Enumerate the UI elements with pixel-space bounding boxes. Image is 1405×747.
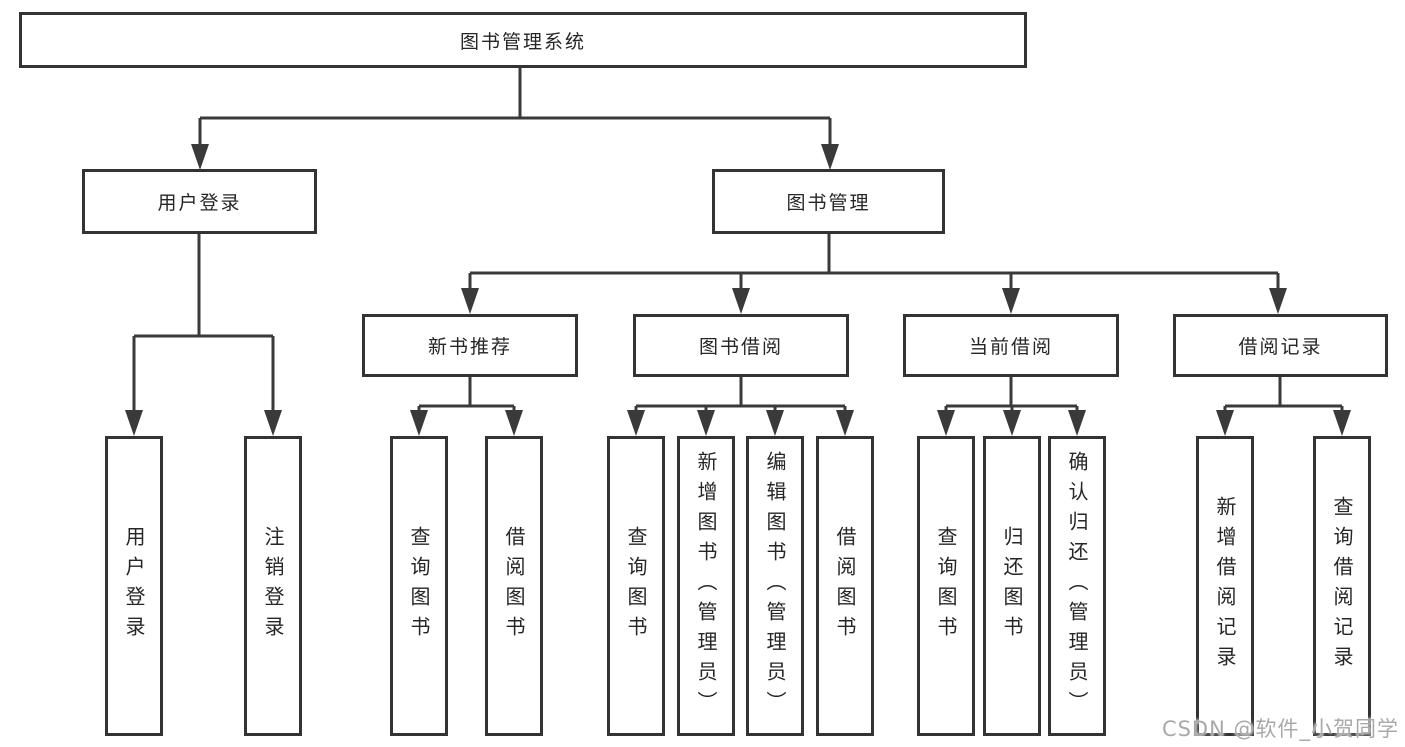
arrow-down-icon	[505, 410, 523, 436]
arrow-down-icon	[697, 410, 715, 436]
node-book-management: 图书管理	[712, 169, 945, 234]
arrow-down-icon	[1068, 410, 1086, 436]
arrow-down-icon	[1002, 288, 1020, 314]
leaf-query-borrow-record: 查询借阅记录	[1313, 436, 1371, 736]
arrow-down-icon	[264, 410, 282, 436]
leaf-query-books-borrow: 查询图书	[607, 436, 665, 736]
node-current-borrowing: 当前借阅	[903, 314, 1119, 377]
leaf-borrow-books-recommend: 借阅图书	[485, 436, 543, 736]
leaf-label: 编辑图书（管理员）	[763, 451, 787, 721]
leaf-label: 查询图书	[624, 526, 648, 646]
node-user-login: 用户登录	[82, 169, 317, 234]
leaf-label: 注销登录	[261, 526, 285, 646]
leaf-label: 用户登录	[122, 526, 146, 646]
arrow-down-icon	[1269, 288, 1287, 314]
arrow-down-icon	[627, 410, 645, 436]
leaf-add-books-admin: 新增图书（管理员）	[677, 436, 735, 736]
arrow-down-icon	[836, 410, 854, 436]
arrow-down-icon	[410, 410, 428, 436]
leaf-return-books: 归还图书	[983, 436, 1041, 736]
leaf-label: 借阅图书	[502, 526, 526, 646]
leaf-user-login: 用户登录	[105, 436, 163, 736]
arrow-down-icon	[766, 410, 784, 436]
node-borrowing-records: 借阅记录	[1173, 314, 1388, 377]
leaf-label: 借阅图书	[833, 526, 857, 646]
arrow-down-icon	[732, 288, 750, 314]
arrow-down-icon	[125, 410, 143, 436]
arrow-down-icon	[1216, 410, 1234, 436]
leaf-label: 归还图书	[1000, 526, 1024, 646]
leaf-confirm-return-admin: 确认归还（管理员）	[1048, 436, 1106, 736]
leaf-label: 新增图书（管理员）	[694, 451, 718, 721]
leaf-edit-books-admin: 编辑图书（管理员）	[746, 436, 804, 736]
csdn-watermark: CSDN @软件_小贺同学	[1161, 717, 1399, 741]
leaf-label: 查询借阅记录	[1330, 496, 1354, 676]
leaf-add-borrow-record: 新增借阅记录	[1196, 436, 1254, 736]
leaf-query-books-recommend: 查询图书	[390, 436, 448, 736]
leaf-label: 确认归还（管理员）	[1065, 451, 1089, 721]
arrow-down-icon	[461, 288, 479, 314]
leaf-label: 查询图书	[934, 526, 958, 646]
node-new-book-recommendation: 新书推荐	[362, 314, 578, 377]
leaf-borrow-books: 借阅图书	[816, 436, 874, 736]
arrow-down-icon	[937, 410, 955, 436]
arrow-down-icon	[1333, 410, 1351, 436]
arrow-down-icon	[821, 144, 839, 170]
node-book-management-system: 图书管理系统	[19, 12, 1027, 68]
leaf-query-books-current: 查询图书	[917, 436, 975, 736]
leaf-label: 查询图书	[407, 526, 431, 646]
arrow-down-icon	[1003, 410, 1021, 436]
node-book-borrowing: 图书借阅	[633, 314, 849, 377]
leaf-label: 新增借阅记录	[1213, 496, 1237, 676]
leaf-logout: 注销登录	[244, 436, 302, 736]
arrow-down-icon	[191, 144, 209, 170]
connector-arrowheads	[125, 144, 1351, 436]
